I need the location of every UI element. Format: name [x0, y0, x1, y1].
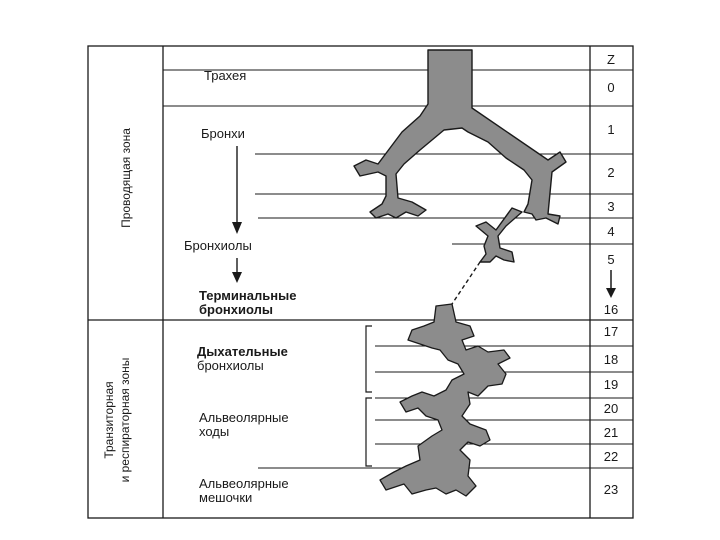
generation-range-arrow — [606, 270, 616, 298]
generation-1: 1 — [607, 122, 614, 137]
generation-16: 16 — [604, 302, 618, 317]
generation-4: 4 — [607, 224, 614, 239]
respiratory-bronchioles-label-2: бронхиолы — [197, 358, 264, 373]
diagram-frame — [87, 45, 634, 519]
conducting-airway-tree — [353, 49, 567, 263]
bronchi-label: Бронхи — [201, 126, 245, 141]
bronchi-to-bronchioles-arrow — [232, 146, 242, 234]
respiratory-bronchioles-label-1: Дыхательные — [197, 344, 288, 359]
respiratory-bronchioles-bracket — [365, 325, 372, 393]
alveolar-ducts-bracket — [365, 397, 372, 467]
bronchioles-label: Бронхиолы — [184, 238, 252, 253]
alveolar-ducts-label-2: ходы — [199, 424, 229, 439]
generation-23: 23 — [604, 482, 618, 497]
terminal-bronchioles-label-1: Терминальные — [199, 288, 296, 303]
generation-21: 21 — [604, 425, 618, 440]
generation-19: 19 — [604, 377, 618, 392]
generation-18: 18 — [604, 352, 618, 367]
alveolar-sacs-label-1: Альвеолярные — [199, 476, 289, 491]
generation-22: 22 — [604, 449, 618, 464]
conducting-zone-label: Проводящая зона — [119, 128, 133, 228]
generation-17: 17 — [604, 324, 618, 339]
bronchioles-to-terminal-arrow — [232, 258, 242, 283]
transitional-zone-label-1: Транзиторная — [102, 381, 116, 458]
generation-3: 3 — [607, 199, 614, 214]
generation-2: 2 — [607, 165, 614, 180]
alveolar-sacs-label-2: мешочки — [199, 490, 252, 505]
transitional-zone-label-2: и респираторная зоны — [118, 358, 132, 483]
terminal-bronchioles-label-2: бронхиолы — [199, 302, 273, 317]
trachea-label: Трахея — [204, 68, 246, 83]
generation-5: 5 — [607, 252, 614, 267]
generation-20: 20 — [604, 401, 618, 416]
alveolar-ducts-label-1: Альвеолярные — [199, 410, 289, 425]
generation-header: Z — [607, 52, 615, 67]
generation-0: 0 — [607, 80, 614, 95]
respiratory-airway-tree — [379, 303, 511, 497]
generation-gap-dashed-line — [451, 261, 481, 305]
